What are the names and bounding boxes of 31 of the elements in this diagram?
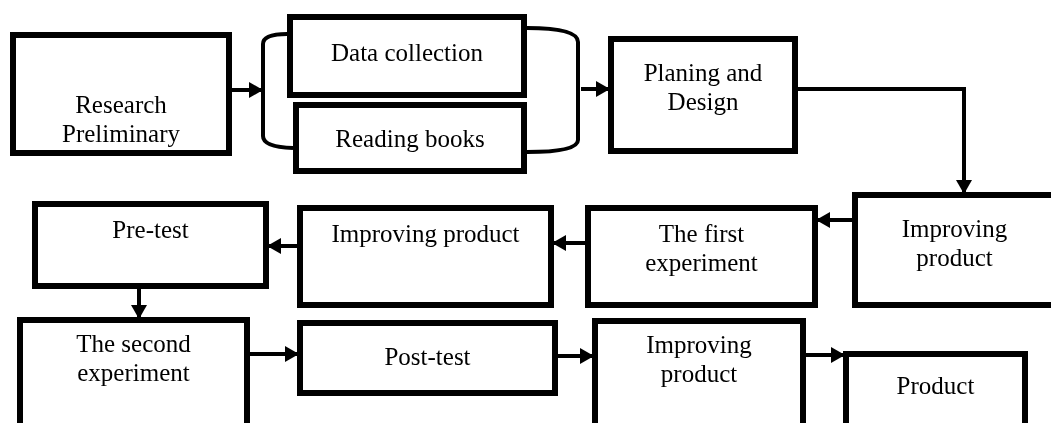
box-label: Improving product — [900, 214, 1009, 272]
box-label: Product — [895, 371, 976, 400]
arrow — [232, 82, 263, 98]
arrow — [798, 87, 972, 194]
box-label: Data collection — [330, 38, 484, 67]
process-box — [585, 205, 818, 308]
box-label: The second experiment — [75, 329, 192, 387]
process-box — [10, 32, 232, 156]
process-box — [608, 36, 798, 154]
process-box — [32, 201, 269, 289]
arrow — [581, 81, 610, 97]
box-label: The first experiment — [644, 219, 759, 277]
process-box — [852, 192, 1051, 308]
box-label: Improving product — [645, 330, 753, 388]
box-label: Reading books — [334, 124, 486, 153]
process-box — [843, 351, 1028, 423]
process-box — [592, 318, 806, 423]
process-box — [17, 317, 250, 423]
arrow — [250, 346, 299, 362]
box-label: Post-test — [383, 342, 472, 371]
process-box — [293, 102, 527, 174]
arrow — [806, 347, 845, 363]
arrow — [558, 348, 594, 364]
box-label: Pre-test — [111, 215, 190, 244]
process-box — [297, 205, 554, 308]
box-label: Improving product — [330, 219, 521, 248]
arrow — [131, 289, 147, 319]
box-label: Research Preliminary — [61, 90, 181, 148]
process-box — [297, 320, 558, 396]
process-box — [287, 14, 527, 98]
box-label: Planing and Design — [642, 58, 764, 116]
